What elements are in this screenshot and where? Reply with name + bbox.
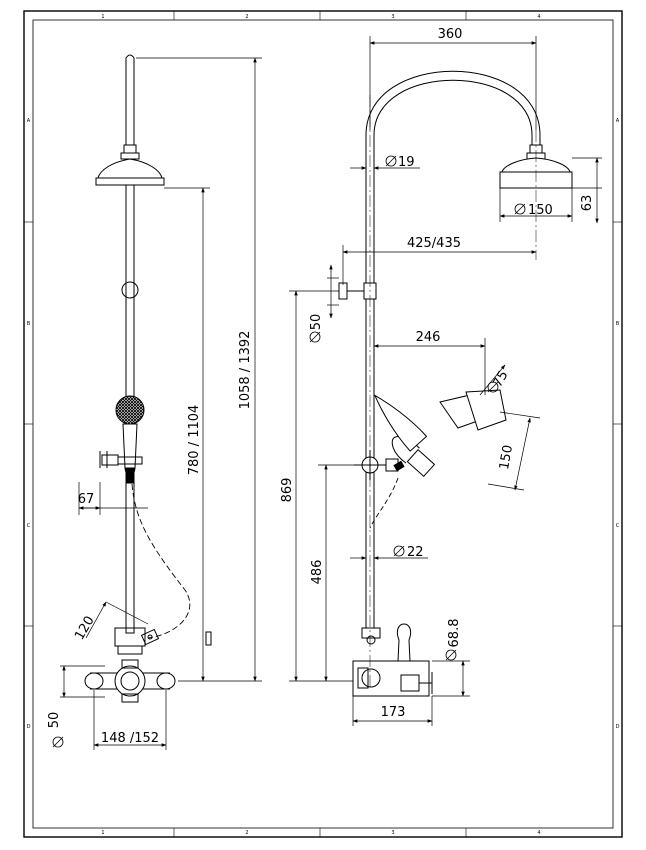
row-label-right-a: A <box>616 118 620 124</box>
dim-bracket-height: 869 <box>280 478 295 503</box>
row-label-left-c: C <box>27 523 31 529</box>
front-dimension-lines <box>60 57 262 750</box>
diameter-symbol-icon <box>393 545 405 557</box>
dim-handset-diameter: 75 <box>490 368 511 390</box>
row-label-right-d: D <box>616 724 620 730</box>
col-label-bottom-1: 1 <box>101 830 104 836</box>
col-label-bottom-3: 3 <box>391 830 394 836</box>
zone-labels: 1 2 3 4 1 2 3 4 A B C D A B C D <box>27 14 620 836</box>
side-dimension-lines <box>289 36 602 726</box>
dim-handset-reach: 246 <box>416 330 441 345</box>
side-view: 360 19 150 63 425/435 50 246 75 150 869 … <box>280 27 602 726</box>
col-label-top-3: 3 <box>391 14 394 20</box>
dim-slider-height: 486 <box>310 560 325 585</box>
row-label-left-b: B <box>27 321 31 327</box>
row-label-left-a: A <box>27 118 31 124</box>
dim-hose-diameter: 22 <box>407 545 424 560</box>
dim-handset-angle: 120 <box>72 614 97 643</box>
row-label-right-b: B <box>616 321 620 327</box>
dim-arm-reach: 360 <box>438 27 463 42</box>
diameter-symbol-icon <box>514 203 526 215</box>
dim-rail-height: 780 / 1104 <box>187 405 202 476</box>
diameter-symbol-icon <box>309 331 321 343</box>
drawing-frame <box>23 10 623 838</box>
dim-bracket-diameter: 50 <box>309 314 324 331</box>
front-shower-assembly <box>84 54 212 703</box>
dim-connector-diameter: 50 <box>47 712 62 729</box>
front-dimension-labels: 1058 / 1392 780 / 1104 67 120 50 148 /15… <box>47 331 253 748</box>
row-label-left-d: D <box>27 724 31 730</box>
front-view: 1058 / 1392 780 / 1104 67 120 50 148 /15… <box>47 54 262 750</box>
dim-head-diameter: 150 <box>528 203 553 218</box>
dim-centres: 148 /152 <box>101 731 159 746</box>
dim-arm-offset: 67 <box>78 492 95 507</box>
dim-valve-diameter: 68.8 <box>447 619 462 648</box>
diameter-symbol-icon <box>385 155 397 167</box>
dim-total-height: 1058 / 1392 <box>238 331 253 410</box>
dim-handset-length: 150 <box>497 444 516 471</box>
diameter-symbol-icon <box>445 649 457 661</box>
dim-riser-diameter: 19 <box>398 155 415 170</box>
side-shower-assembly <box>338 70 573 697</box>
dim-valve-depth: 173 <box>381 705 406 720</box>
row-label-right-c: C <box>616 523 620 529</box>
col-label-bottom-2: 2 <box>245 830 248 836</box>
diameter-symbol-icon <box>487 381 499 393</box>
col-label-top-1: 1 <box>101 14 104 20</box>
dim-head-height: 63 <box>580 195 595 212</box>
side-dimension-labels: 360 19 150 63 425/435 50 246 75 150 869 … <box>280 27 595 720</box>
diameter-symbol-icon <box>52 736 64 748</box>
col-label-top-2: 2 <box>245 14 248 20</box>
dim-projection: 425/435 <box>407 236 461 251</box>
col-label-top-4: 4 <box>537 14 540 20</box>
col-label-bottom-4: 4 <box>537 830 540 836</box>
